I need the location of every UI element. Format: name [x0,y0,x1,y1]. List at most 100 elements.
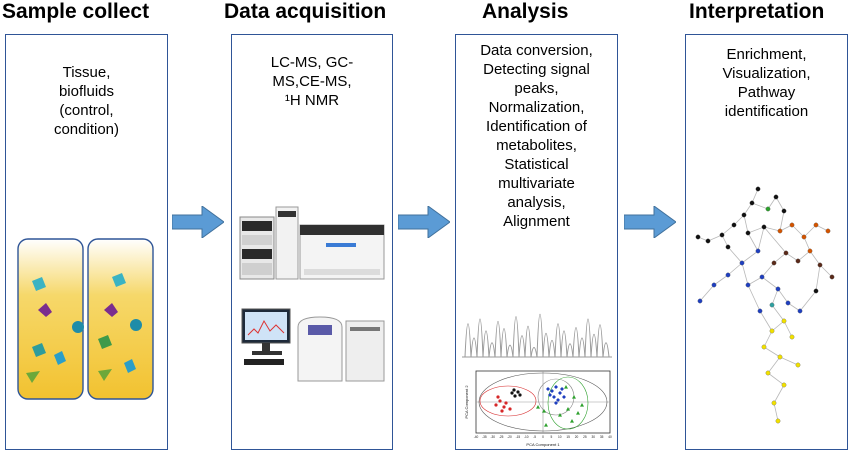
network-edge [775,196,785,212]
network-edge [773,402,779,422]
network-node [829,274,835,280]
network-node [711,282,717,288]
pca-point [566,407,570,411]
analysis-steps: Data conversion, Detecting signal peaks,… [456,41,617,231]
network-node [795,362,801,368]
panel-analysis: Data conversion, Detecting signal peaks,… [455,34,618,450]
network-edge [747,232,759,252]
sample-tube-right [87,238,154,400]
instrument-list: LC-MS, GC- MS,CE-MS, ¹H NMR [232,53,392,110]
flow-arrow-1 [172,206,224,238]
pca-point [536,405,540,409]
network-edge [763,346,781,358]
spectrum-peak [584,318,592,358]
network-node [781,318,787,324]
network-node [773,194,779,200]
pca-point [552,395,556,399]
panel-interpretation: Enrichment, Visualization, Pathway ident… [685,34,848,450]
network-edge [771,304,785,322]
pca-point [558,391,562,395]
pca-point [548,393,552,397]
network-node [765,206,771,212]
pca-xtick-label: -20 [507,435,512,439]
network-node [731,222,737,228]
text-line: Pathway [737,84,796,101]
network-edge [747,276,763,286]
text-line: Detecting signal [483,61,590,78]
network-edge [759,310,773,332]
text-line: MS,CE-MS, [272,73,352,90]
text-line: Statistical [504,156,569,173]
pca-point [562,395,566,399]
pca-point [504,401,508,405]
pca-xtick-label: -25 [499,435,504,439]
network-edge [761,262,775,278]
network-node [759,274,765,280]
network-edge [767,196,777,210]
pca-xtick-label: -30 [490,435,495,439]
network-node [745,282,751,288]
pathway-network-image [695,186,835,424]
pca-point [516,390,520,394]
pca-point [558,413,562,417]
spectrum-peak [524,325,532,358]
network-node [813,222,819,228]
network-edge [771,320,785,332]
network-edge [741,262,749,286]
pca-point [550,389,554,393]
sample-tube-left [17,238,84,400]
spectrum-peak [470,337,478,358]
pca-xtick-label: 15 [566,435,570,439]
network-node [765,370,771,376]
network-node [781,208,787,214]
flow-arrow-3 [624,206,676,238]
network-node [739,260,745,266]
network-edge [699,284,715,302]
pca-xtick-label: -35 [482,435,487,439]
stage-title-data-acquisition: Data acquisition [224,0,387,23]
text-line: Enrichment, [726,46,807,63]
network-edge [751,188,759,204]
network-node [705,238,711,244]
network-node [757,308,763,314]
pca-point [510,391,514,395]
spectrum-peak [566,343,574,358]
nmr-instrument-image [241,308,385,382]
spectrum-peak [482,330,490,358]
text-line: (control, [59,102,114,119]
network-edge [819,264,833,278]
stage-title-sample-collect: Sample collect [2,0,150,23]
network-node [777,354,783,360]
network-node [785,300,791,306]
network-edge [721,224,735,236]
network-node [761,224,767,230]
text-line: analysis, [507,194,566,211]
network-node [789,334,795,340]
pca-xtick-label: 0 [542,435,544,439]
network-node [781,382,787,388]
spectrum-peak [518,335,526,358]
network-node [755,186,761,192]
spectrum-peak [488,342,496,358]
network-node [725,244,731,250]
network-edge [771,288,779,306]
spectrum-peak [512,316,520,358]
pca-xtick-label: -5 [533,435,536,439]
text-line: peaks, [514,80,559,97]
network-node [769,302,775,308]
spectrum-peak [500,328,508,358]
spectrum-peak [548,339,556,358]
spectrum-peak [596,324,604,358]
pca-point [502,405,506,409]
pca-xtick-label: 35 [600,435,604,439]
pca-point [500,409,504,413]
network-node [695,234,701,240]
spectrum-peak [506,344,514,358]
sample-description: Tissue, biofluids (control, condition) [6,63,167,139]
text-line: metabolites, [496,137,577,154]
pca-xlabel: PCA Component 1 [526,442,560,447]
network-node [795,258,801,264]
pca-point [496,395,500,399]
network-node [725,272,731,278]
network-edge [751,202,769,210]
